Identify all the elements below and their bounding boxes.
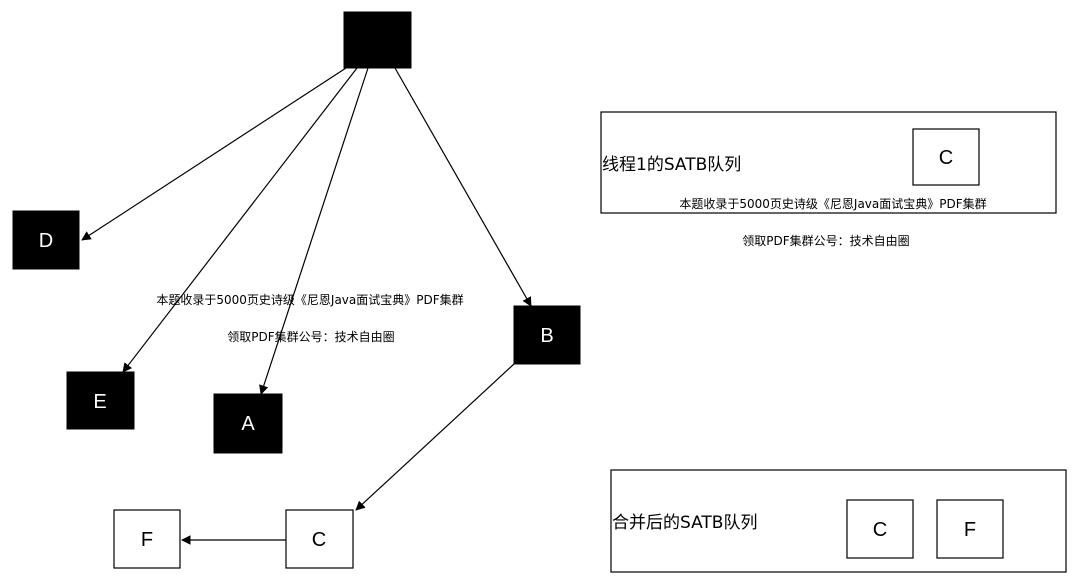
merged-queue-title: 合并后的SATB队列	[612, 513, 757, 533]
node-e: E	[66, 371, 135, 430]
node-b: B	[513, 305, 581, 365]
edge-root-to-d	[81, 67, 347, 241]
node-d: D	[12, 210, 80, 270]
edge-root-to-b	[394, 67, 532, 307]
thread-queue-item	[912, 128, 980, 186]
node-b-label: B	[540, 325, 553, 347]
node-c: C	[285, 509, 354, 569]
merged-queue-item-f-label: F	[964, 519, 976, 541]
node-c-label: C	[312, 529, 326, 551]
thread-queue-panel: 线程1的SATB队列 C 本题收录于5000页史诗级《尼恩Java面试宝典》PD…	[600, 111, 1057, 214]
thread-queue-title: 线程1的SATB队列	[602, 155, 741, 175]
node-e-label: E	[93, 391, 106, 413]
node-root	[343, 11, 412, 69]
thread-queue-note-line2: 领取PDF集群公号：技术自由圈	[742, 233, 909, 248]
node-a-label: A	[241, 413, 255, 435]
edge-b-to-c	[355, 363, 515, 511]
edges	[81, 67, 532, 545]
thread-queue-item-label: C	[939, 147, 953, 169]
edge-root-to-e	[122, 67, 358, 373]
graph-note-line2: 领取PDF集群公号：技术自由圈	[227, 329, 394, 344]
node-f-label: F	[141, 529, 153, 551]
merged-queue-item-f	[936, 499, 1004, 559]
node-a: A	[213, 393, 283, 454]
node-f: F	[113, 509, 181, 569]
edge-root-to-a	[259, 67, 369, 395]
thread-queue-note-line1: 本题收录于5000页史诗级《尼恩Java面试宝典》PDF集群	[679, 196, 986, 211]
merged-queue-item-c	[846, 499, 914, 559]
merged-queue-panel: 合并后的SATB队列 C F	[610, 469, 1067, 573]
merged-queue-item-c-label: C	[873, 519, 887, 541]
node-d-label: D	[39, 230, 53, 252]
graph-note-line1: 本题收录于5000页史诗级《尼恩Java面试宝典》PDF集群	[156, 292, 463, 307]
